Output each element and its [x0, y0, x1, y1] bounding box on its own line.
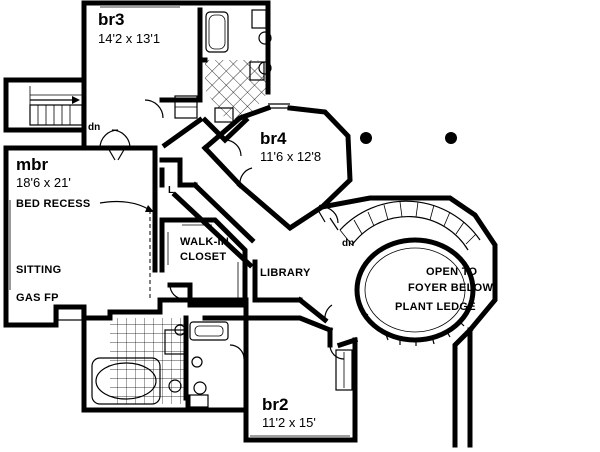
br2-name: br2 [262, 395, 288, 414]
br2-size: 11'2 x 15' [262, 415, 316, 430]
dn-right-label: dn [342, 238, 354, 249]
dn-left-label: dn [88, 122, 100, 133]
mbr-size: 18'6 x 21' [16, 175, 71, 190]
br4-size: 11'6 x 12'8 [260, 149, 321, 164]
column-right [445, 132, 457, 144]
master-bath-floor [110, 318, 186, 404]
linen-label: L [168, 185, 174, 196]
library-label: LIBRARY [260, 267, 311, 279]
foyer-below-label: FOYER BELOW [408, 282, 494, 294]
doors [99, 99, 345, 360]
walk-in-label: WALK-IN [180, 236, 229, 248]
br3-name: br3 [98, 10, 124, 29]
stair-upper-left [29, 86, 83, 126]
br3-bath-floor [205, 60, 270, 120]
open-to-label: OPEN TO [426, 266, 478, 278]
plant-ledge-label: PLANT LEDGE [395, 301, 476, 313]
interior-walls [81, 0, 359, 413]
mbr-name: mbr [16, 155, 49, 174]
column-left [360, 132, 372, 144]
fixtures [57, 9, 353, 408]
bed-recess-label: BED RECESS [16, 198, 91, 210]
closet-label: CLOSET [180, 251, 226, 263]
windows [3, 6, 350, 437]
curved-stair [317, 195, 498, 448]
sitting-label: SITTING [16, 264, 62, 276]
gas-fp-label: GAS FP [16, 292, 59, 304]
br4-name: br4 [260, 129, 287, 148]
br3-size: 14'2 x 13'1 [98, 31, 160, 46]
